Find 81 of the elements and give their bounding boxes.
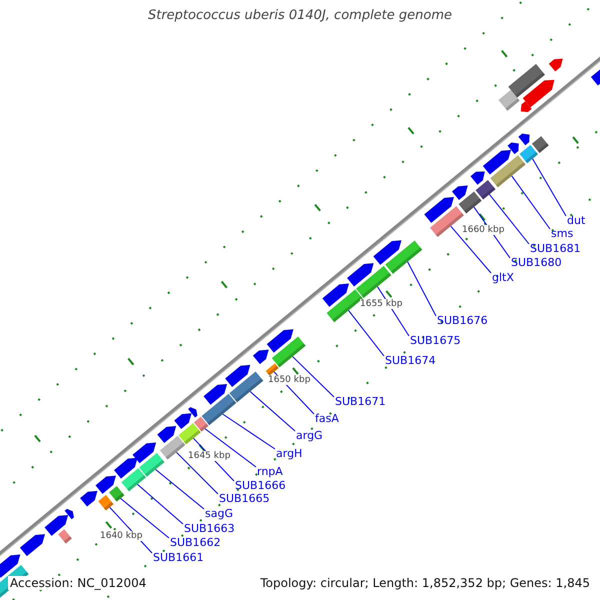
gene-shape <box>482 150 512 175</box>
gene-shape <box>508 142 519 154</box>
gene-bar <box>178 423 201 444</box>
gene-bar <box>58 529 72 544</box>
leader-line <box>176 452 218 494</box>
gene-shape <box>174 413 192 429</box>
gene-shape <box>188 407 198 418</box>
gene-bar <box>109 486 124 502</box>
gene-label: rnpA <box>257 466 283 478</box>
position-label: 1645 kbp <box>188 451 230 461</box>
gene-label: SUB1663 <box>184 523 235 535</box>
leader-line <box>204 428 256 468</box>
gene-shape <box>452 186 468 200</box>
leader-line <box>450 226 492 274</box>
gene-shape <box>322 284 349 307</box>
leader-line <box>222 414 276 450</box>
gene-bar <box>520 145 538 164</box>
gene-shape <box>64 508 74 520</box>
leader-line <box>137 484 184 524</box>
leader-line <box>348 310 384 356</box>
gene-label: SUB1674 <box>385 355 436 367</box>
position-label: 1640 kbp <box>100 531 142 541</box>
leader-line <box>511 175 550 230</box>
gene-label: sms <box>551 228 574 240</box>
gene-shape <box>424 197 454 223</box>
gene-shape <box>347 263 374 286</box>
gene-label: argH <box>276 448 302 460</box>
leader-line <box>120 498 170 538</box>
gene-shape <box>0 554 20 578</box>
gene-shape <box>157 426 176 443</box>
gene-bar <box>266 363 279 376</box>
gene-bar <box>121 468 146 492</box>
gene-shape <box>44 515 68 536</box>
gene-bar <box>272 336 306 368</box>
position-label: 1655 kbp <box>360 299 402 309</box>
leader-line <box>532 158 566 216</box>
leader-line <box>292 356 334 398</box>
gene-shape <box>470 172 485 185</box>
gene-shape <box>114 458 138 479</box>
gene-shape <box>204 384 228 405</box>
leader-line <box>488 194 530 244</box>
gene-label: SUB1676 <box>437 315 488 327</box>
gene-label: fasA <box>315 413 339 425</box>
gene-shape <box>80 490 98 507</box>
gene-label: argG <box>296 430 323 442</box>
gene-shape <box>373 240 402 265</box>
leader-line <box>250 391 296 432</box>
gene-bar <box>490 155 526 188</box>
gene-label: SUB1680 <box>511 257 562 269</box>
accession-text: Accession: NC_012004 <box>8 576 148 590</box>
gene-bar <box>194 416 208 432</box>
genome-info-text: Topology: circular; Length: 1,852,352 bp; Genes: 1,845 <box>258 576 592 590</box>
position-label: 1660 kbp <box>462 225 504 235</box>
gene-bar <box>356 266 392 298</box>
gene-shape <box>20 534 45 556</box>
gene-shape <box>252 350 269 364</box>
gene-label: dut <box>567 215 586 227</box>
gene-label: SUB1661 <box>153 552 204 564</box>
title: Streptococcus uberis 0140J, complete genome <box>146 8 454 23</box>
gene-bar <box>160 436 186 460</box>
gene-shape <box>96 476 116 494</box>
gene-label: sagG <box>205 508 233 520</box>
gene-label: SUB1665 <box>219 493 270 505</box>
gene-bar <box>139 452 165 477</box>
position-label: 1650 kbp <box>268 375 310 385</box>
gene-shape <box>548 58 563 72</box>
gene-shape <box>522 80 554 108</box>
leader-line <box>407 261 436 316</box>
leader-line <box>155 468 204 510</box>
gene-bar <box>476 180 496 200</box>
gene-shape <box>520 101 532 112</box>
gene-label: gltX <box>492 272 514 284</box>
gene-label: SUB1675 <box>410 335 461 347</box>
gene-bar <box>98 494 114 510</box>
gene-shape <box>266 329 294 353</box>
gene-label: SUB1681 <box>530 243 581 255</box>
gene-shape <box>132 442 156 464</box>
gene-shape <box>225 364 250 387</box>
gene-label: SUB1666 <box>235 480 286 492</box>
gene-label: SUB1662 <box>170 537 221 549</box>
gene-label: SUB1671 <box>335 396 386 408</box>
